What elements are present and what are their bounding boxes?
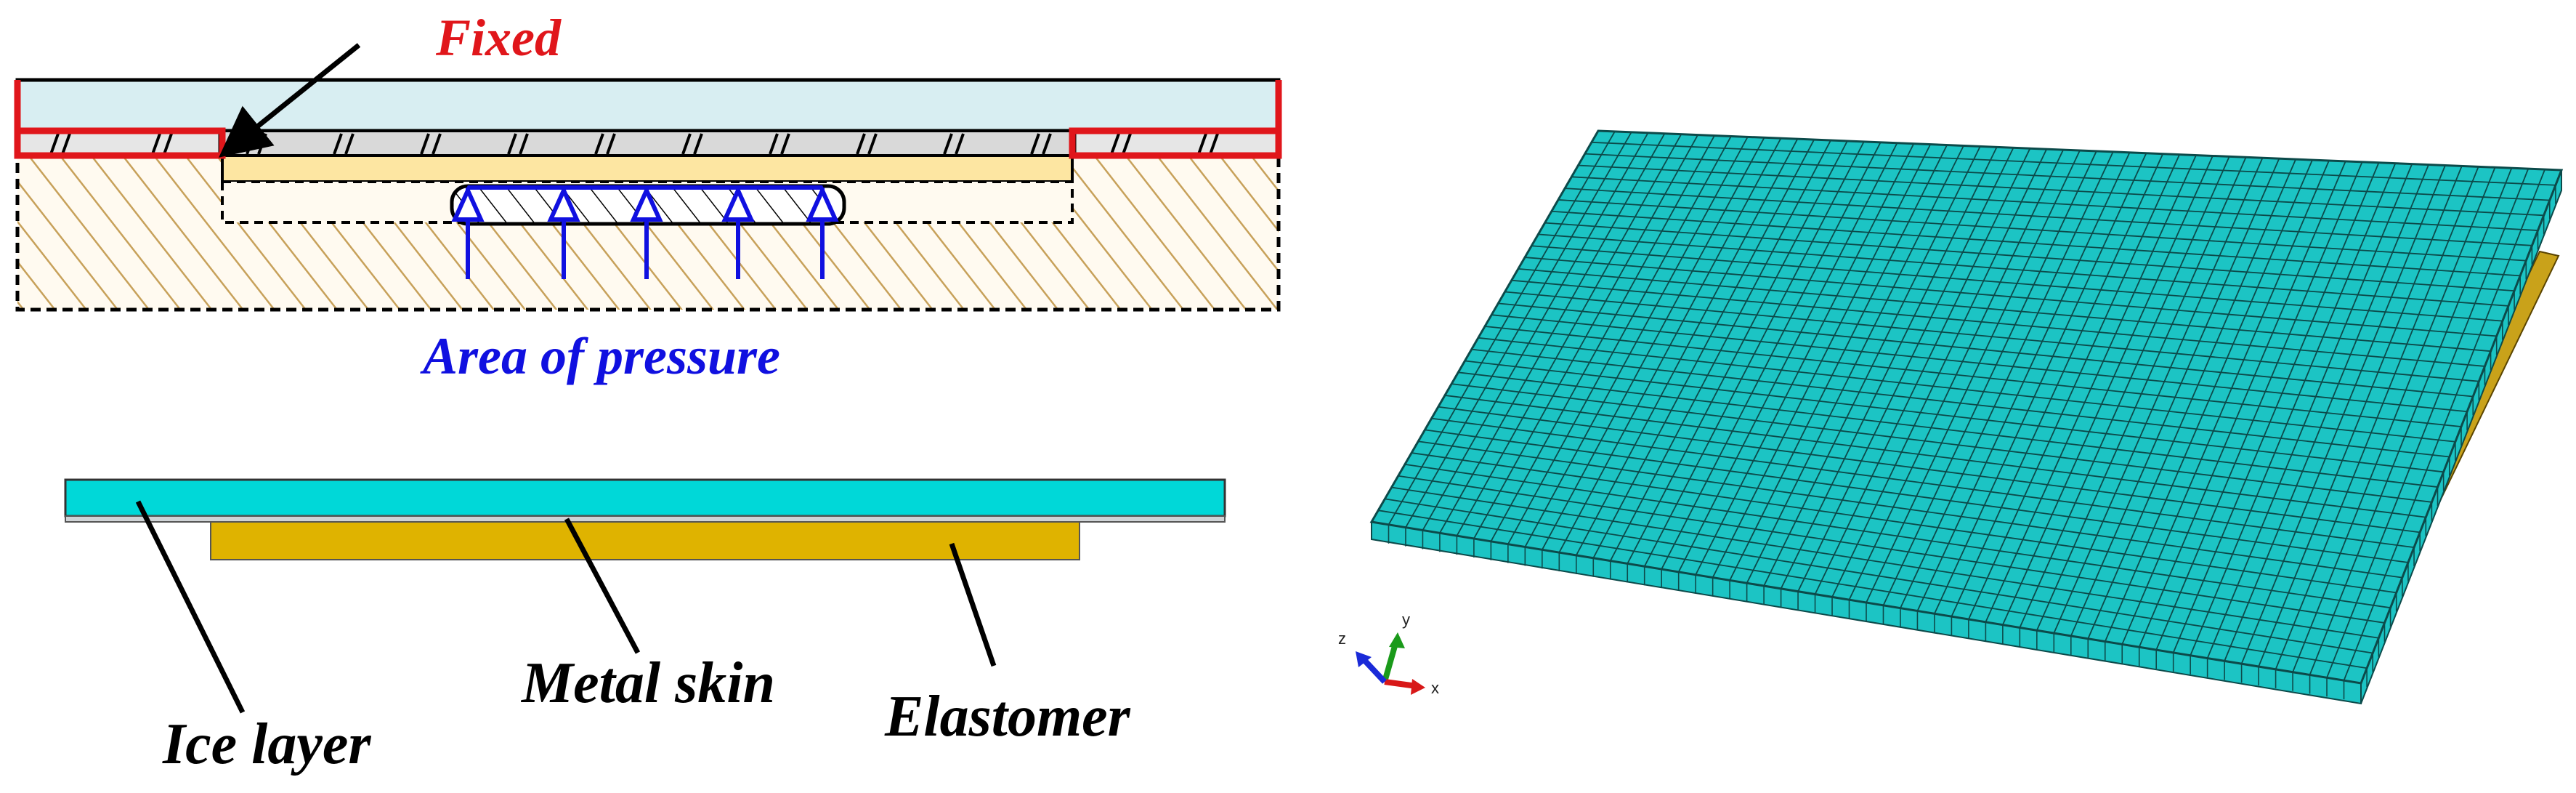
ice-layer-bar: [64, 478, 1226, 518]
mesh-line-row: [1571, 176, 2538, 231]
mesh-line-row: [1391, 486, 2379, 639]
elastomer-bar: [210, 521, 1080, 560]
mesh-line-row: [1518, 267, 2491, 353]
mesh-line-row: [1398, 475, 2385, 624]
elastomer-leader: [949, 542, 997, 667]
mesh-line-row: [1558, 199, 2527, 262]
metal-skin-label: Metal skin: [520, 651, 775, 715]
metal-skin-leader: [564, 518, 641, 654]
mesh-line-row: [1418, 440, 2402, 579]
mesh-line-row: [1578, 164, 2544, 217]
mesh-line-row: [1451, 383, 2432, 503]
mesh-model: [1369, 129, 2564, 705]
mesh-line-row: [1491, 314, 2468, 413]
x-axis-arrow: [1384, 679, 1417, 689]
mesh-line-row: [1531, 245, 2503, 322]
mesh-line-row: [1538, 233, 2509, 307]
fixed-label: Fixed: [435, 9, 562, 67]
layer-section: Ice layer Metal skin Elastomer: [64, 478, 1226, 776]
mesh-line-row: [1498, 302, 2474, 398]
mesh-line-row: [1551, 210, 2521, 277]
mesh-line-row: [1404, 463, 2391, 609]
mesh-line-row: [1504, 291, 2479, 382]
mesh-line-row: [1465, 360, 2444, 473]
mesh-line-row: [1444, 395, 2426, 518]
elastomer-schematic: [221, 154, 1074, 183]
mesh-line-row: [1438, 406, 2421, 534]
mesh-line-row: [1584, 153, 2550, 201]
mesh-line-row: [1431, 417, 2415, 549]
metal-skin-bar: [65, 515, 1226, 523]
mesh-line-row: [1484, 326, 2462, 427]
y-axis-arrow: [1382, 640, 1399, 683]
mesh-edge-lines: [1388, 185, 2556, 700]
mesh-grid-lines: [1378, 131, 2556, 681]
mesh-line-row: [1471, 348, 2450, 458]
mesh-line-row: [1544, 222, 2515, 292]
metal-skin-schematic: [218, 129, 1077, 157]
z-axis-arrow: [1361, 656, 1387, 684]
y-axis-label: y: [1402, 611, 1410, 629]
fixed-boundary-right: [1069, 80, 1282, 159]
mesh-line-row: [1378, 510, 2368, 669]
pressure-label: Area of pressure: [420, 327, 780, 385]
x-axis-label: x: [1431, 679, 1439, 697]
mesh-top-face: [1369, 129, 2564, 685]
mesh-line-row: [1425, 429, 2409, 563]
z-axis-label: z: [1338, 629, 1346, 648]
elastomer-label: Elastomer: [884, 685, 1131, 749]
mesh-line-row: [1385, 498, 2373, 654]
ice-layer-schematic: [15, 78, 1281, 133]
mesh-line-row: [1511, 279, 2485, 367]
mesh-line-row: [1478, 337, 2455, 443]
axis-triad: y x z: [1338, 611, 1439, 697]
mesh-line-row: [1524, 257, 2497, 337]
mesh-line-row: [1565, 188, 2532, 246]
mesh-line-row: [1411, 452, 2397, 594]
ice-layer-leader: [135, 500, 246, 714]
boundary-schematic: Fixed Area of pressure: [14, 9, 1282, 385]
fixed-leader-arrow: [219, 43, 361, 158]
ice-layer-label: Ice layer: [162, 712, 371, 776]
pressure-arrows: [451, 185, 839, 279]
mesh-line-row: [1458, 371, 2438, 488]
mesh-line-row: [1591, 141, 2556, 186]
